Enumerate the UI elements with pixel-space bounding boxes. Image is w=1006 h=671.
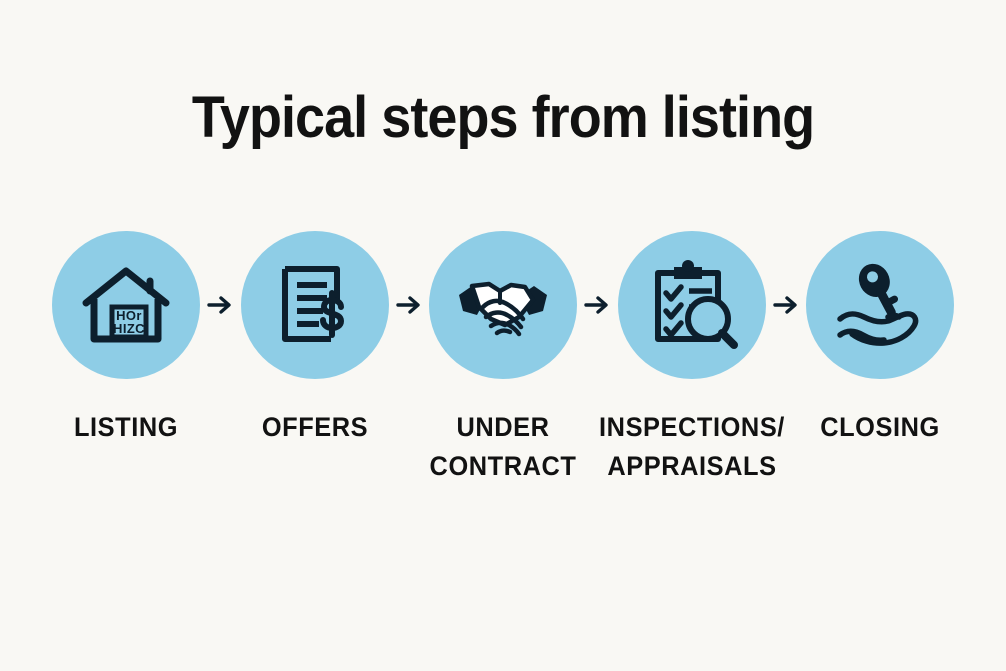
step-closing[interactable] bbox=[806, 231, 954, 379]
step-circle bbox=[806, 231, 954, 379]
step-label-under-contract: UNDER CONTRACT bbox=[429, 412, 577, 481]
arrow-right-icon-2 bbox=[392, 285, 426, 325]
steps-row: HOr HIZC bbox=[52, 225, 954, 385]
clipboard-magnifier-icon bbox=[644, 257, 740, 353]
labels-row: LISTING OFFERS UNDER CONTRACT INSPECTION… bbox=[52, 408, 954, 518]
step-listing[interactable]: HOr HIZC bbox=[52, 231, 200, 379]
key-in-hand-icon bbox=[832, 257, 928, 353]
step-circle: HOr HIZC bbox=[52, 231, 200, 379]
arrow-right-icon-1 bbox=[203, 285, 237, 325]
arrow-right-icon-4 bbox=[769, 285, 803, 325]
step-circle bbox=[429, 231, 577, 379]
step-under-contract[interactable] bbox=[429, 231, 577, 379]
document-dollar-icon bbox=[269, 259, 361, 351]
house-inner-text-line2: HIZC bbox=[113, 321, 145, 336]
step-inspections-appraisals[interactable] bbox=[617, 231, 766, 379]
step-label-closing: CLOSING bbox=[820, 412, 940, 442]
step-circle bbox=[617, 231, 766, 379]
step-label-offers: OFFERS bbox=[261, 412, 368, 442]
step-label-inspections-appraisals: INSPECTIONS/ APPRAISALS bbox=[598, 412, 785, 481]
page-title: Typical steps from listing bbox=[191, 85, 815, 150]
house-icon: HOr HIZC bbox=[78, 257, 174, 353]
step-offers[interactable] bbox=[240, 231, 389, 379]
arrow-right-icon-3 bbox=[580, 285, 614, 325]
house-inner-text-line1: HOr bbox=[116, 308, 142, 323]
step-label-listing: LISTING bbox=[73, 412, 179, 442]
handshake-icon bbox=[453, 255, 553, 355]
step-circle bbox=[240, 231, 389, 379]
